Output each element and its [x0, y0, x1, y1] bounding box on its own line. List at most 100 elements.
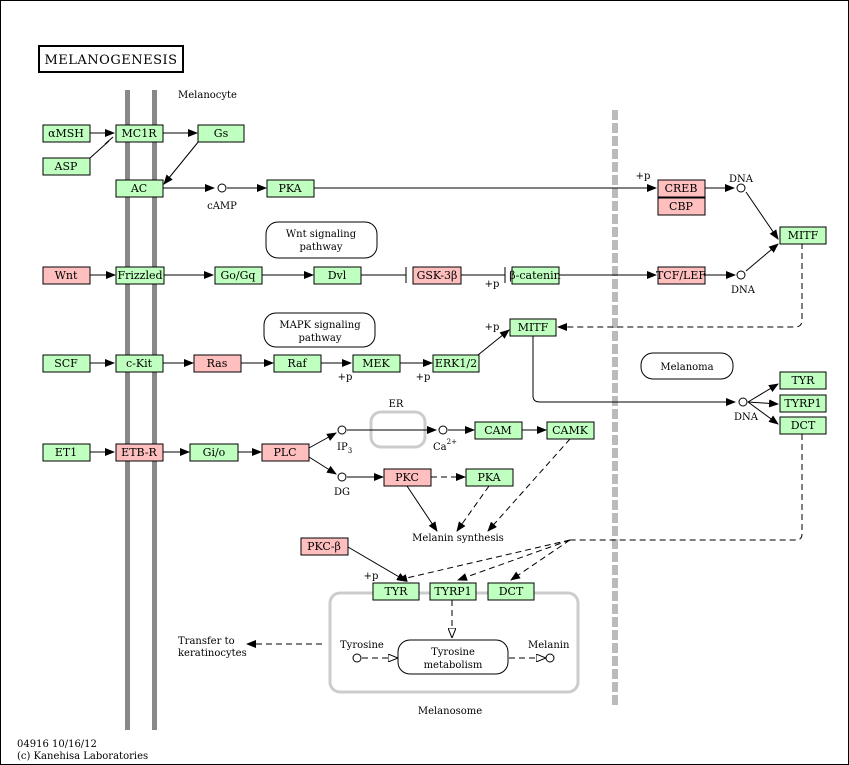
melanin-compound[interactable]: [545, 653, 555, 663]
gene-et1[interactable]: [42, 443, 91, 462]
gene-tcflef[interactable]: [657, 266, 706, 285]
gene-mitf-1[interactable]: [779, 226, 827, 245]
gene-gogq-label: Go/Gq: [221, 269, 256, 282]
edge-pka-melanin-synth: [456, 485, 490, 532]
gene-ras-label: Ras: [207, 357, 228, 370]
edge-dna-tyr: [747, 383, 779, 403]
dna-compound-3[interactable]: [738, 397, 748, 407]
tyrosine-label: Tyrosine: [340, 640, 384, 651]
phospho-label-tyr: +p: [364, 571, 379, 582]
gene-gs[interactable]: [197, 124, 245, 143]
gene-pka-2[interactable]: [465, 468, 514, 487]
gene-amsh[interactable]: [42, 124, 91, 143]
gene-cam-label: CAM: [484, 424, 512, 437]
gene-plc-label: PLC: [273, 446, 296, 459]
ip3-compound[interactable]: [337, 425, 347, 435]
gene-erk-label: ERK1/2: [435, 357, 477, 370]
melanoma-label: Melanoma: [660, 362, 713, 373]
gene-et1-label: ET1: [55, 446, 77, 459]
transfer-label-line1: Transfer to: [178, 636, 235, 647]
tyrosine-compound[interactable]: [352, 653, 362, 663]
edge-to-tyr: [397, 539, 571, 582]
gene-bcatenin-label: β-catenin: [509, 269, 560, 282]
gene-mek[interactable]: [352, 354, 401, 373]
melanosome-label: Melanosome: [418, 706, 482, 717]
dna-label-1: DNA: [729, 174, 754, 185]
gene-dct-2[interactable]: [487, 582, 535, 601]
gene-wnt[interactable]: [42, 266, 91, 285]
gene-camk[interactable]: [546, 421, 595, 440]
gene-dct-2-label: DCT: [499, 585, 524, 598]
gene-pkcb[interactable]: [300, 537, 349, 556]
edge-dna-mitf: [745, 191, 779, 240]
gene-tyrp1-2[interactable]: [429, 582, 477, 601]
camp-label: cAMP: [207, 201, 237, 212]
gene-tyr-2-label: TYR: [385, 585, 409, 598]
footer-copyright: (c) Kanehisa Laboratories: [17, 751, 148, 762]
gene-tyr-1-label: TYR: [792, 374, 816, 387]
gene-ckit[interactable]: [115, 354, 164, 373]
gene-cam[interactable]: [474, 421, 523, 440]
tyrosine-metabolism-box[interactable]: [397, 639, 509, 675]
phospho-label-erk: +p: [416, 372, 431, 383]
edge-gs-ac: [163, 140, 200, 185]
gene-mitf-2-label: MITF: [518, 321, 549, 334]
gene-ac-label: AC: [130, 182, 147, 195]
gene-raf-label: Raf: [287, 357, 307, 370]
phospho-label-bcatenin: +p: [485, 279, 500, 290]
gene-wnt-label: Wnt: [55, 269, 78, 282]
edge-camk-melanin-synth: [487, 438, 571, 532]
gene-ras[interactable]: [193, 354, 242, 373]
cell-membrane-right: [152, 90, 157, 730]
gene-mc1r[interactable]: [115, 124, 164, 143]
dna-compound-1[interactable]: [736, 183, 746, 193]
phospho-label-mek: +p: [338, 372, 353, 383]
gene-scf[interactable]: [42, 354, 91, 373]
calcium-compound[interactable]: [438, 425, 448, 435]
gene-dvl[interactable]: [313, 266, 362, 285]
gene-tyr-2[interactable]: [372, 582, 420, 601]
melanin-synthesis-label: Melanin synthesis: [412, 533, 504, 544]
camp-compound[interactable]: [217, 183, 227, 193]
gene-frizzled[interactable]: [115, 266, 165, 285]
gene-etbr[interactable]: [115, 443, 164, 462]
edge-dna-tyrp1: [747, 399, 779, 408]
footer-id: 04916 10/16/12: [17, 739, 97, 750]
edge-plc-ip3: [308, 432, 337, 449]
gene-pka-1-label: PKA: [278, 182, 302, 195]
edge-dna2-mitf: [745, 243, 779, 272]
dna-compound-2[interactable]: [736, 270, 746, 280]
gene-gogq[interactable]: [214, 266, 263, 285]
edge-dna-dct: [747, 401, 779, 425]
melanoma-pathway-box[interactable]: [640, 352, 734, 380]
melanocyte-label: Melanocyte: [178, 90, 237, 101]
dg-compound[interactable]: [337, 472, 347, 482]
gene-gio[interactable]: [189, 443, 239, 462]
mapk-pathway-line1: MAPK signaling: [279, 320, 361, 331]
mapk-pathway-box[interactable]: [263, 312, 376, 348]
wnt-pathway-box[interactable]: [265, 221, 378, 259]
gene-erk[interactable]: [432, 354, 480, 373]
gene-bcatenin[interactable]: [511, 266, 560, 285]
gene-creb[interactable]: [657, 179, 706, 198]
edge-asp-inhibit-bar: [104, 136, 114, 145]
gene-tyr-1[interactable]: [779, 371, 827, 390]
gene-gsk3b[interactable]: [412, 266, 462, 285]
gene-tyrp1-2-label: TYRP1: [434, 585, 471, 598]
gene-pka-1[interactable]: [266, 179, 315, 198]
mapk-pathway-line2: pathway: [299, 333, 342, 344]
gene-ckit-label: c-Kit: [126, 357, 153, 370]
gene-raf[interactable]: [273, 354, 322, 373]
tyr-metab-line2: metabolism: [424, 660, 483, 671]
gene-mitf-2[interactable]: [509, 318, 557, 337]
gene-tyrp1-1[interactable]: [779, 394, 827, 413]
gene-mc1r-label: MC1R: [122, 127, 158, 140]
er-label: ER: [389, 399, 404, 410]
gene-cbp[interactable]: [657, 197, 706, 216]
gene-dct-1[interactable]: [779, 416, 827, 435]
gene-plc[interactable]: [261, 443, 310, 462]
gene-ac[interactable]: [115, 179, 164, 198]
gene-asp[interactable]: [42, 157, 91, 176]
gene-pkc[interactable]: [383, 468, 432, 487]
